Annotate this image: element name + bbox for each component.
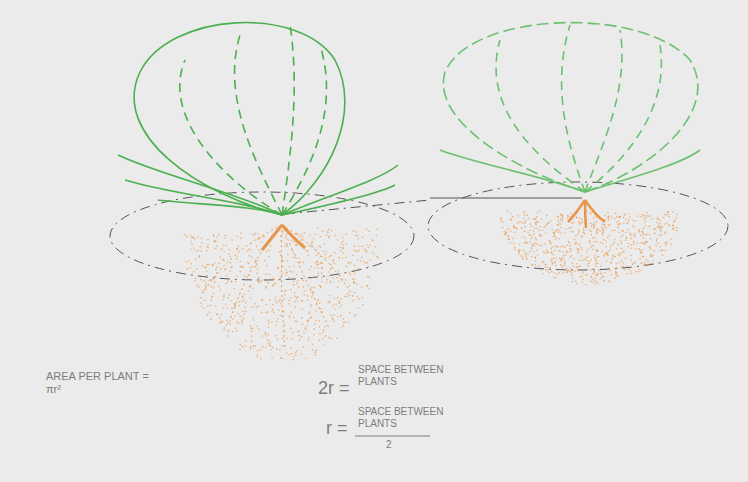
formula-label: 2r = xyxy=(318,378,358,400)
bulb-line xyxy=(180,60,282,215)
onion-bulb xyxy=(443,23,698,192)
bulb-line xyxy=(282,25,294,215)
root-dots xyxy=(500,210,678,285)
root-dots xyxy=(184,228,379,361)
leaf xyxy=(282,165,398,215)
leaf xyxy=(118,155,282,215)
area-ellipse xyxy=(428,182,728,270)
leaf xyxy=(585,150,700,192)
bulb-line xyxy=(282,45,326,215)
leaf xyxy=(125,180,282,215)
fraction-bar xyxy=(355,436,430,437)
leaf xyxy=(440,150,585,192)
leaf xyxy=(282,185,395,215)
bulb-line xyxy=(562,25,585,192)
area-ellipse xyxy=(110,192,414,280)
bulb-line xyxy=(585,45,661,192)
spacing-line xyxy=(430,197,582,198)
bulb-line xyxy=(235,35,282,215)
formula-label: SPACE BETWEEN PLANTS xyxy=(358,364,458,388)
formula-label: SPACE BETWEEN PLANTS xyxy=(358,406,458,430)
formula-label: r = xyxy=(326,418,356,440)
spacing-line xyxy=(285,200,430,214)
formula-label: AREA PER PLANT = πr² xyxy=(46,370,156,396)
onion-bulb xyxy=(134,23,345,215)
leaf xyxy=(158,200,282,215)
roots xyxy=(568,200,605,228)
bulb-line xyxy=(585,30,622,192)
roots xyxy=(205,225,355,350)
formula-label: 2 xyxy=(386,439,406,451)
